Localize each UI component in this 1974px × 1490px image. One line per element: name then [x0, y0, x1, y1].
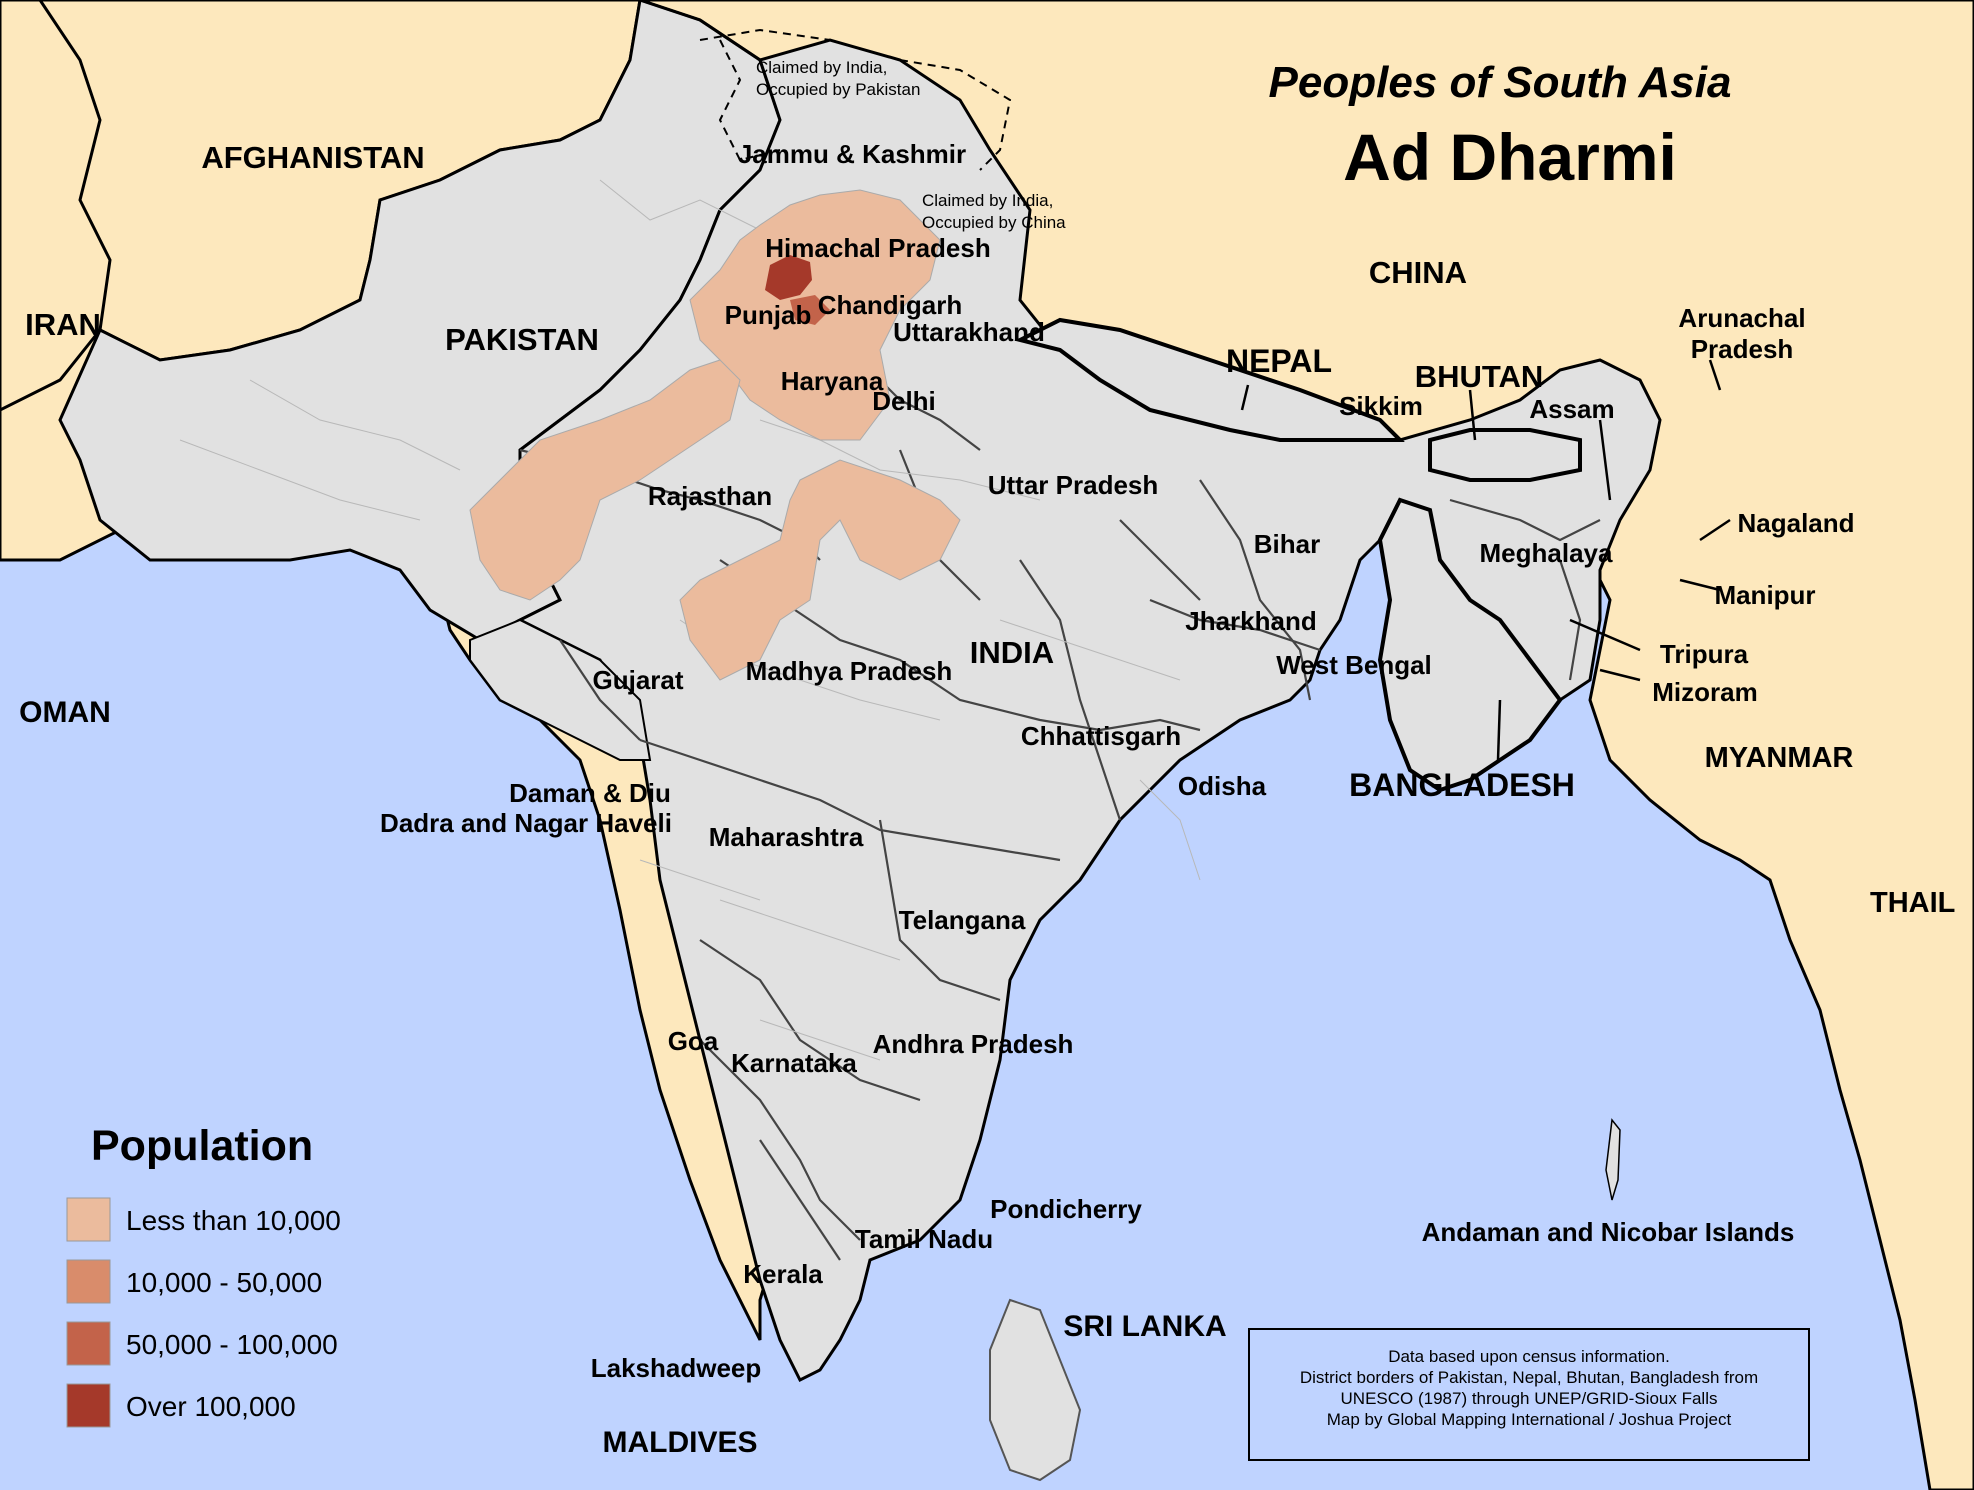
label-uttar-pradesh: Uttar Pradesh	[988, 470, 1159, 500]
label-jammu-kashmir: Jammu & Kashmir	[738, 139, 966, 169]
label-jharkhand: Jharkhand	[1185, 606, 1317, 636]
label-rajasthan: Rajasthan	[648, 481, 772, 511]
label-assam: Assam	[1529, 394, 1614, 424]
credits-line4: Map by Global Mapping International / Jo…	[1327, 1410, 1732, 1429]
bangladesh-region	[1377, 497, 1563, 793]
label-arunachal-1: Arunachal	[1678, 303, 1805, 333]
label-goa: Goa	[668, 1026, 719, 1056]
label-chandigarh: Chandigarh	[818, 290, 962, 320]
label-chhattisgarh: Chhattisgarh	[1021, 721, 1181, 751]
label-delhi: Delhi	[872, 386, 936, 416]
label-pondicherry: Pondicherry	[990, 1194, 1142, 1224]
claim-note-pakistan-1: Claimed by India,	[756, 58, 887, 77]
credits-box: Data based upon census information. Dist…	[1248, 1328, 1810, 1461]
label-bihar: Bihar	[1254, 529, 1320, 559]
population-areas	[469, 189, 961, 681]
label-telangana: Telangana	[899, 905, 1026, 935]
label-nagaland: Nagaland	[1737, 508, 1854, 538]
legend-label: Over 100,000	[126, 1391, 296, 1422]
label-sri-lanka: SRI LANKA	[1063, 1310, 1226, 1343]
legend: Population Less than 10,000 10,000 - 50,0…	[66, 1122, 341, 1428]
label-bhutan: BHUTAN	[1415, 359, 1544, 394]
andaman-islands	[1605, 1118, 1621, 1201]
label-madhya-pradesh: Madhya Pradesh	[746, 656, 953, 686]
legend-label: Less than 10,000	[126, 1205, 341, 1236]
credits-frame	[1248, 1328, 1810, 1461]
area-tier1-rajasthan	[469, 359, 741, 601]
label-iran: IRAN	[25, 307, 101, 342]
area-tier3-punjab	[790, 295, 830, 325]
label-myanmar: MYANMAR	[1705, 742, 1854, 774]
label-daman-diu: Daman & Diu	[509, 778, 671, 808]
legend-swatch	[66, 1259, 111, 1304]
sri-lanka-region	[989, 1298, 1082, 1482]
label-dadra: Dadra and Nagar Haveli	[380, 808, 672, 838]
gujarat-region	[469, 618, 652, 761]
area-tier4-punjab	[765, 255, 812, 300]
label-gujarat: Gujarat	[592, 665, 683, 695]
map-subtitle: Peoples of South Asia	[1269, 58, 1732, 107]
label-haryana: Haryana	[781, 366, 884, 396]
label-maharashtra: Maharashtra	[709, 822, 864, 852]
label-china: CHINA	[1369, 255, 1467, 290]
label-lakshadweep: Lakshadweep	[591, 1353, 762, 1383]
label-tripura: Tripura	[1660, 639, 1749, 669]
claim-lines	[699, 28, 1012, 171]
label-sikkim: Sikkim	[1339, 391, 1423, 421]
label-mizoram: Mizoram	[1652, 677, 1757, 707]
pointer-lines	[1240, 359, 1731, 761]
label-bangladesh: BANGLADESH	[1349, 767, 1575, 803]
legend-title: Population	[91, 1122, 313, 1170]
label-manipur: Manipur	[1714, 580, 1815, 610]
label-nepal: NEPAL	[1226, 343, 1332, 379]
label-himachal: Himachal Pradesh	[765, 233, 990, 263]
label-west-bengal: West Bengal	[1276, 650, 1432, 680]
label-india: INDIA	[970, 635, 1054, 670]
afghanistan-border	[0, 0, 112, 412]
label-meghalaya: Meghalaya	[1480, 538, 1613, 568]
label-thailand: THAIL	[1870, 887, 1955, 919]
legend-swatch	[66, 1197, 111, 1242]
map-title: Ad Dharmi	[1343, 120, 1677, 194]
label-maldives: MALDIVES	[602, 1426, 757, 1459]
label-pakistan: PAKISTAN	[445, 322, 599, 357]
legend-items: Less than 10,000 10,000 - 50,000 50,000 - …	[66, 1197, 341, 1428]
claim-note-pakistan-2: Occupied by Pakistan	[756, 80, 920, 99]
label-andhra: Andhra Pradesh	[873, 1029, 1074, 1059]
claim-note-china-2: Occupied by China	[922, 213, 1066, 232]
legend-swatch	[66, 1321, 111, 1366]
label-arunachal-2: Pradesh	[1691, 334, 1794, 364]
label-punjab: Punjab	[725, 300, 812, 330]
label-uttarakhand: Uttarakhand	[893, 317, 1045, 347]
label-afghanistan: AFGHANISTAN	[201, 140, 424, 175]
credits-line3: UNESCO (1987) through UNEP/GRID-Sioux Fa…	[1341, 1389, 1718, 1408]
label-andaman: Andaman and Nicobar Islands	[1422, 1217, 1795, 1247]
state-labels: Jammu & Kashmir Himachal Pradesh Chandig…	[380, 139, 1854, 1383]
credits-line1: Data based upon census information.	[1388, 1347, 1670, 1366]
legend-label: 10,000 - 50,000	[126, 1267, 322, 1298]
area-tier1-central	[679, 459, 961, 681]
bhutan-region	[1428, 428, 1582, 482]
label-oman: OMAN	[19, 696, 111, 729]
legend-swatch	[66, 1383, 111, 1428]
legend-label: 50,000 - 100,000	[126, 1329, 338, 1360]
label-odisha: Odisha	[1178, 771, 1267, 801]
claim-note-china-1: Claimed by India,	[922, 191, 1053, 210]
label-kerala: Kerala	[743, 1259, 823, 1289]
label-karnataka: Karnataka	[731, 1048, 857, 1078]
label-tamil-nadu: Tamil Nadu	[855, 1224, 993, 1254]
credits-line2: District borders of Pakistan, Nepal, Bhu…	[1300, 1368, 1758, 1387]
